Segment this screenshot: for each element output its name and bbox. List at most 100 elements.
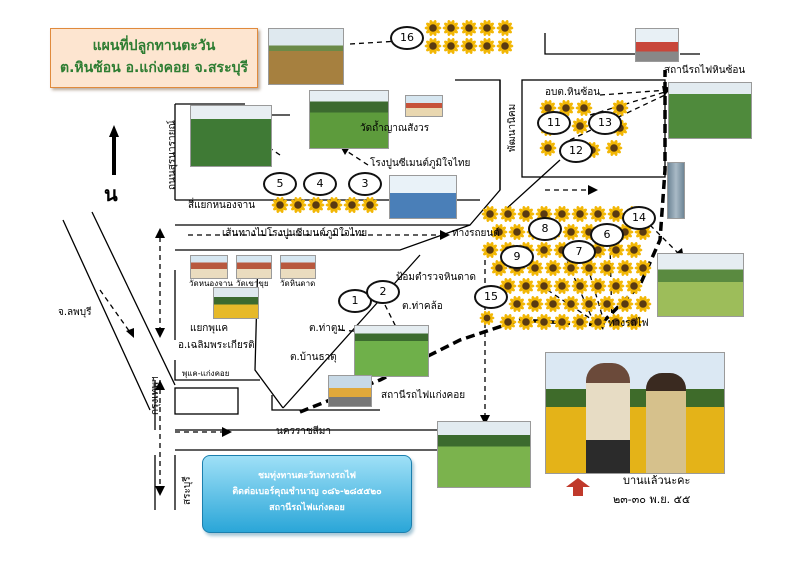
north-arrow [109, 125, 119, 179]
temple-nong-jan-photo [190, 255, 228, 279]
sunflower-icon [544, 259, 562, 277]
sunflower-icon [634, 259, 652, 277]
sunflower-icon [479, 310, 495, 326]
tower-photo [667, 162, 685, 219]
info-line-3: สถานีรถไฟแก่งคอย [269, 503, 345, 513]
sunflower-icon [605, 139, 623, 157]
hin-son-station-photo [635, 28, 679, 62]
plot-number-3: 3 [348, 172, 382, 196]
label-nong-jan-junction: สี่แยกหนองจาน [188, 200, 256, 211]
map-title-line2: ต.หินซ้อน อ.แก่งคอย จ.สระบุรี [60, 60, 248, 76]
sunflower-icon [517, 313, 535, 331]
plot-number-13: 13 [588, 111, 622, 135]
label-tha-khlo: ต.ท่าคล้อ [402, 301, 443, 312]
north-label: น [104, 182, 118, 206]
label-hin-son-station: สถานีรถไฟหินซ้อน [664, 65, 746, 76]
sunflower-icon [607, 277, 625, 295]
sunflower-icon [442, 19, 460, 37]
contact-info-box: ชมทุ่งทานตะวันทางรถไฟ ติดต่อเบอร์คุณชำนา… [202, 455, 412, 533]
label-car-route: ทางรถยนต์ [452, 228, 500, 239]
sunflower-icon [634, 295, 652, 313]
person-photo-right [646, 373, 686, 473]
sunflower-icon [553, 277, 571, 295]
sunflower-icon [289, 196, 307, 214]
sunflower-icon [307, 196, 325, 214]
sunflower-icon [499, 205, 517, 223]
sunflower-icon [508, 223, 526, 241]
label-temple-khao-khu: วัดเขาขุย [236, 279, 269, 288]
label-lopburi: จ.ลพบุรี [58, 307, 92, 318]
plot-number-7: 7 [562, 240, 596, 264]
sunflower-icon [271, 196, 289, 214]
sunflower-icon [616, 295, 634, 313]
event-name: บานแล้วนะคะ [623, 474, 691, 487]
sunflower-icon [580, 295, 598, 313]
plot-number-4: 4 [303, 172, 337, 196]
sunflower-icon [499, 313, 517, 331]
sunflower-icon [553, 205, 571, 223]
event-photo [545, 352, 725, 474]
sunflower-icon [571, 313, 589, 331]
sunflower-icon [496, 19, 514, 37]
sunflower-icon [625, 241, 643, 259]
field-photo-tha-tum [354, 325, 429, 377]
sunflower-icon [607, 313, 625, 331]
sunflower-icon [478, 19, 496, 37]
label-police-box: ป้อมตำรวจหินดาด [396, 272, 476, 283]
label-phu-khae-junction: แยกพุแค [190, 323, 229, 334]
label-bangkok: กรุงเทพฯ [150, 376, 161, 415]
sunflower-icon [571, 205, 589, 223]
plot-number-2: 2 [366, 280, 400, 304]
sunflower-icon [517, 205, 535, 223]
sunflower-icon [343, 196, 361, 214]
event-dates: ๒๓-๓๐ พ.ย. ๕๕ [613, 493, 691, 506]
plot-number-14: 14 [622, 206, 656, 230]
map-title-box: แผนที่ปลูกทานตะวัน ต.หินซ้อน อ.แก่งคอย จ… [50, 28, 258, 88]
field-photo-14 [657, 253, 744, 317]
label-suranarai-road: ถนนสุรนารายณ์ [167, 120, 178, 190]
sunflower-icon [442, 37, 460, 55]
map-title-line1: แผนที่ปลูกทานตะวัน [92, 38, 216, 54]
sunflower-icon [496, 37, 514, 55]
label-temple-hin-dat: วัดหินดาด [280, 279, 316, 288]
sunflower-icon [598, 295, 616, 313]
sunflower-icon [544, 295, 562, 313]
sunflower-icon [571, 117, 589, 135]
kaeng-khoi-train-photo [328, 375, 372, 407]
sunflower-icon [589, 277, 607, 295]
sunflower-icon [575, 99, 593, 117]
sunflower-icon [562, 295, 580, 313]
sunflower-field-photo-small [213, 287, 259, 319]
sunflower-icon [625, 277, 643, 295]
field-photo-south [437, 421, 531, 488]
label-temple-tham: วัดถ้ำญาณสังวร [360, 123, 430, 134]
sunflower-icon [589, 313, 607, 331]
sunflower-icon [478, 37, 496, 55]
sunflower-icon [571, 277, 589, 295]
plot-number-9: 9 [500, 245, 534, 269]
plot-number-5: 5 [263, 172, 297, 196]
sunflower-icon [526, 295, 544, 313]
label-temple-nong-jan: วัดหนองจาน [189, 279, 233, 288]
sunflower-icon [625, 313, 643, 331]
sunflower-icon [424, 37, 442, 55]
cement-plant-photo [389, 175, 457, 219]
sunflower-icon [616, 259, 634, 277]
person-photo-left [586, 363, 630, 473]
temple-hin-dat-photo [280, 255, 316, 279]
label-obt-hin-son: อบต.หินซ้อน [545, 87, 601, 98]
sunflower-icon [562, 223, 580, 241]
plot-number-6: 6 [590, 223, 624, 247]
sunflower-icon [490, 223, 508, 241]
sunflower-icon [589, 205, 607, 223]
sunflower-icon [535, 313, 553, 331]
label-phu-khae-kaeng-khoi: พุแค-แก่งคอย [182, 369, 230, 378]
label-cement-plant: โรงปูนซีเมนต์ภูมิใจไทย [370, 158, 471, 169]
label-kaeng-khoi-station: สถานีรถไฟแก่งคอย [381, 390, 466, 401]
sunflower-icon [508, 295, 526, 313]
plot-number-15: 15 [474, 285, 508, 309]
temple-khao-khu-photo [236, 255, 272, 279]
event-arrow-icon [566, 478, 590, 500]
label-nakhon-ratchasima: นครราชสีมา [276, 426, 331, 437]
